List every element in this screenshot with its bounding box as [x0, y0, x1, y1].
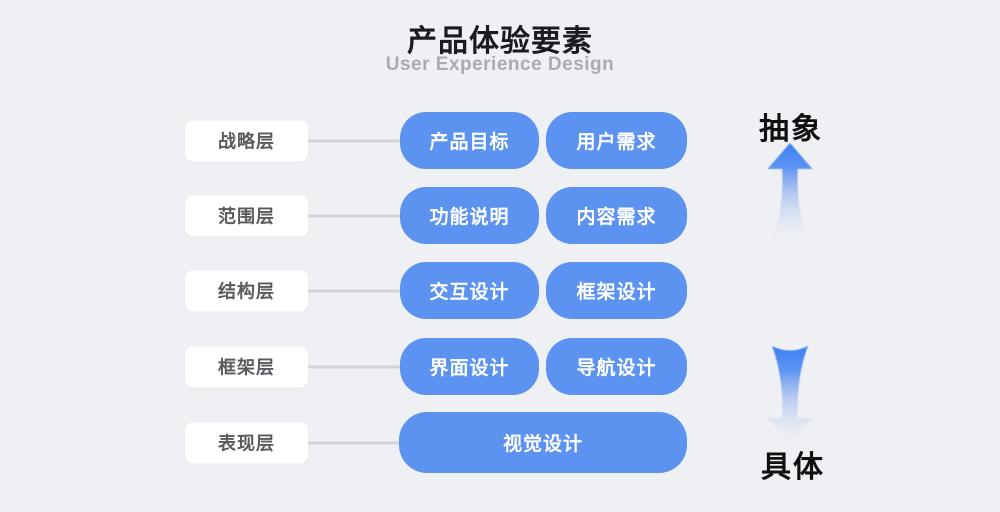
node-content-needs: 内容需求 [546, 187, 687, 244]
node-framework-design: 框架设计 [546, 262, 687, 319]
layer-label-structure: 结构层 [185, 270, 308, 311]
connector-line [308, 365, 400, 368]
axis-concrete-label: 具体 [761, 451, 825, 484]
node-visual-design: 视觉设计 [399, 412, 687, 473]
arrow-down-icon [767, 346, 813, 444]
layer-label-surface: 表现层 [185, 422, 308, 463]
connector-line [308, 214, 400, 217]
layer-label-scope: 范围层 [185, 195, 308, 236]
layer-label-skeleton: 框架层 [185, 346, 308, 387]
layer-label-strategy: 战略层 [185, 120, 308, 161]
page-subtitle: User Experience Design [385, 54, 615, 75]
node-interface-design: 界面设计 [400, 338, 539, 395]
page-title: 产品体验要素 [407, 25, 593, 58]
connector-line [308, 289, 400, 292]
node-navigation-design: 导航设计 [546, 338, 687, 395]
node-interaction-design: 交互设计 [400, 262, 539, 319]
node-product-goals: 产品目标 [400, 112, 539, 169]
connector-line [308, 441, 400, 444]
layer-row-scope: 范围层 功能说明 内容需求 [0, 187, 1000, 244]
axis-abstract-label: 抽象 [759, 113, 823, 146]
connector-line [308, 139, 400, 142]
layer-row-skeleton: 框架层 界面设计 导航设计 [0, 338, 1000, 395]
layer-row-strategy: 战略层 产品目标 用户需求 [0, 112, 1000, 169]
node-user-needs: 用户需求 [546, 112, 687, 169]
arrow-up-icon [767, 143, 813, 241]
layer-row-surface: 表现层 视觉设计 [0, 412, 1000, 473]
layer-row-structure: 结构层 交互设计 框架设计 [0, 262, 1000, 319]
node-function-spec: 功能说明 [400, 187, 539, 244]
